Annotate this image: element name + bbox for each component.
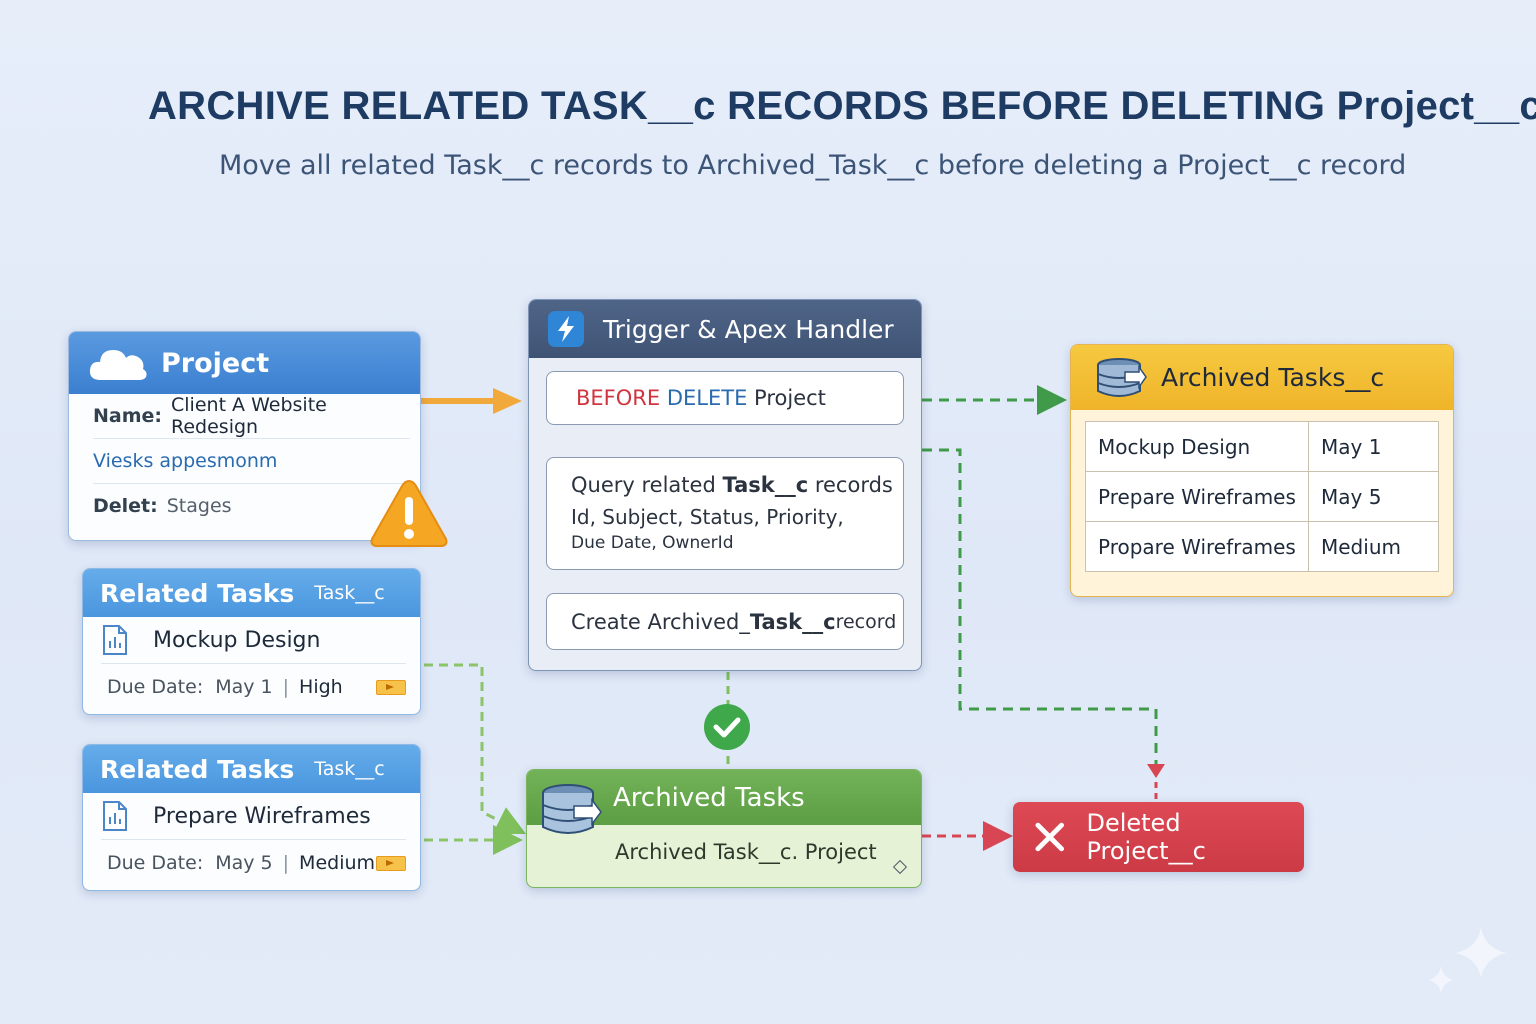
table-cell: May 5	[1308, 471, 1439, 522]
trigger-title: Trigger & Apex Handler	[603, 314, 894, 344]
related-task-card-2[interactable]: Related Tasks Task__c Prepare Wireframes…	[82, 744, 421, 891]
arrow-tag-icon[interactable]	[376, 855, 406, 871]
related-task-header: Related Tasks Task__c	[83, 745, 420, 793]
task-due-label: Due Date:	[107, 852, 204, 874]
related-task-object: Task__c	[314, 582, 385, 604]
table-row[interactable]: Propare Wireframes Medium	[1085, 521, 1439, 572]
arrow-tag-icon[interactable]	[376, 679, 406, 695]
step-query-tasks[interactable]: Query related Task__c records Id, Subjec…	[546, 457, 904, 570]
step-project-word: Project	[754, 386, 826, 410]
document-icon	[103, 625, 127, 655]
deleted-project-label: Deleted Project__c	[1086, 809, 1206, 865]
trigger-header: Trigger & Apex Handler	[529, 300, 921, 358]
table-row[interactable]: Mockup Design May 1	[1085, 421, 1439, 472]
trigger-card[interactable]: Trigger & Apex Handler BEFORE DELETE Pro…	[528, 299, 922, 671]
table-cell: Propare Wireframes	[1085, 521, 1309, 572]
arrow-project-to-trigger	[420, 388, 522, 414]
archived-tasks-table: Mockup Design May 1 Prepare Wireframes M…	[1085, 421, 1439, 572]
step-query-line3: Due Date, OwnerId	[571, 533, 734, 553]
task-due-value: May 5	[215, 852, 273, 874]
step-before-delete[interactable]: BEFORE DELETE Project	[546, 371, 904, 425]
task-name: Mockup Design	[153, 627, 321, 653]
task-due-label: Due Date:	[107, 676, 204, 698]
arrow-task1-to-archived	[424, 663, 527, 835]
database-icon	[1097, 357, 1147, 397]
task-separator: |	[282, 676, 290, 698]
project-title: Project	[161, 347, 270, 379]
task-priority: High	[299, 676, 343, 698]
cloud-icon	[89, 350, 147, 380]
warning-icon	[370, 479, 448, 547]
table-cell: Mockup Design	[1085, 421, 1309, 472]
related-task-header: Related Tasks Task__c	[83, 569, 420, 617]
step-create-post: record	[835, 610, 897, 633]
project-row-2-text: Viesks appesmonm	[93, 450, 278, 472]
project-delete-label: Delet:	[93, 495, 158, 517]
step-create-bold: Task__c	[749, 609, 836, 634]
task-name-row: Mockup Design	[101, 617, 406, 664]
document-icon	[103, 801, 127, 831]
project-delete-row: Delet: Stages	[93, 484, 410, 528]
step-before-word: BEFORE	[576, 386, 661, 410]
deleted-project-card[interactable]: Deleted Project__c	[1013, 802, 1304, 872]
step-query-line1: Query related Task__c records	[571, 473, 903, 497]
lightning-icon	[548, 311, 584, 347]
table-row[interactable]: Prepare Wireframes May 5	[1085, 471, 1439, 522]
archived-tasks-c-title: Archived Tasks__c	[1161, 363, 1385, 392]
project-delete-value: Stages	[166, 495, 232, 517]
table-cell: May 1	[1308, 421, 1439, 472]
task-meta-row: Due Date: May 1 | High	[101, 664, 406, 710]
diamond-icon	[892, 859, 908, 875]
sparkle-icon	[1429, 928, 1506, 993]
step-create-pre: Create Archived_	[571, 609, 750, 634]
archived-tasks-title: Archived Tasks	[613, 782, 805, 813]
related-task-title: Related Tasks	[100, 578, 295, 608]
table-cell: Medium	[1308, 521, 1439, 572]
archived-tasks-body: Archived Task__c. Project	[615, 840, 877, 864]
archived-tasks-header: Archived Tasks	[527, 770, 921, 825]
archived-tasks-c-header: Archived Tasks__c	[1071, 345, 1453, 410]
task-due-value: May 1	[215, 676, 273, 698]
project-name-row: Name: Client A Website Redesign	[93, 394, 410, 439]
project-row-2: Viesks appesmonm	[93, 439, 410, 484]
project-header: Project	[69, 332, 420, 394]
archived-tasks-c-card[interactable]: Archived Tasks__c Mockup Design May 1 Pr…	[1070, 344, 1454, 597]
task-priority: Medium	[299, 852, 376, 874]
step-create-archived[interactable]: Create Archived_Task__c record	[546, 593, 904, 650]
page-title: ARCHIVE RELATED TASK__c RECORDS BEFORE D…	[148, 84, 1536, 128]
task-meta-row: Due Date: May 5 | Medium	[101, 840, 406, 886]
task-name: Prepare Wireframes	[153, 803, 371, 829]
page-subtitle: Move all related Task__c records to Arch…	[219, 150, 1407, 181]
project-name-value: Client A Website Redesign	[171, 394, 327, 438]
check-icon	[704, 704, 750, 750]
related-task-title: Related Tasks	[100, 754, 295, 784]
close-icon	[1035, 822, 1065, 852]
project-card[interactable]: Project Name: Client A Website Redesign …	[68, 331, 421, 541]
step-query-line2: Id, Subject, Status, Priority,	[571, 505, 844, 529]
step-query-post: records	[808, 473, 893, 497]
task-separator: |	[282, 852, 290, 874]
task-name-row: Prepare Wireframes	[101, 793, 406, 840]
database-icon	[542, 784, 602, 834]
table-cell: Prepare Wireframes	[1085, 471, 1309, 522]
related-task-card-1[interactable]: Related Tasks Task__c Mockup Design Due …	[82, 568, 421, 715]
step-query-bold: Task__c	[722, 473, 809, 497]
step-query-pre: Query related	[571, 473, 723, 497]
step-delete-word: DELETE	[666, 386, 748, 410]
project-name-label: Name:	[93, 405, 163, 427]
related-task-object: Task__c	[314, 758, 385, 780]
archived-tasks-card[interactable]: Archived Tasks Archived Task__c. Project	[526, 769, 922, 888]
